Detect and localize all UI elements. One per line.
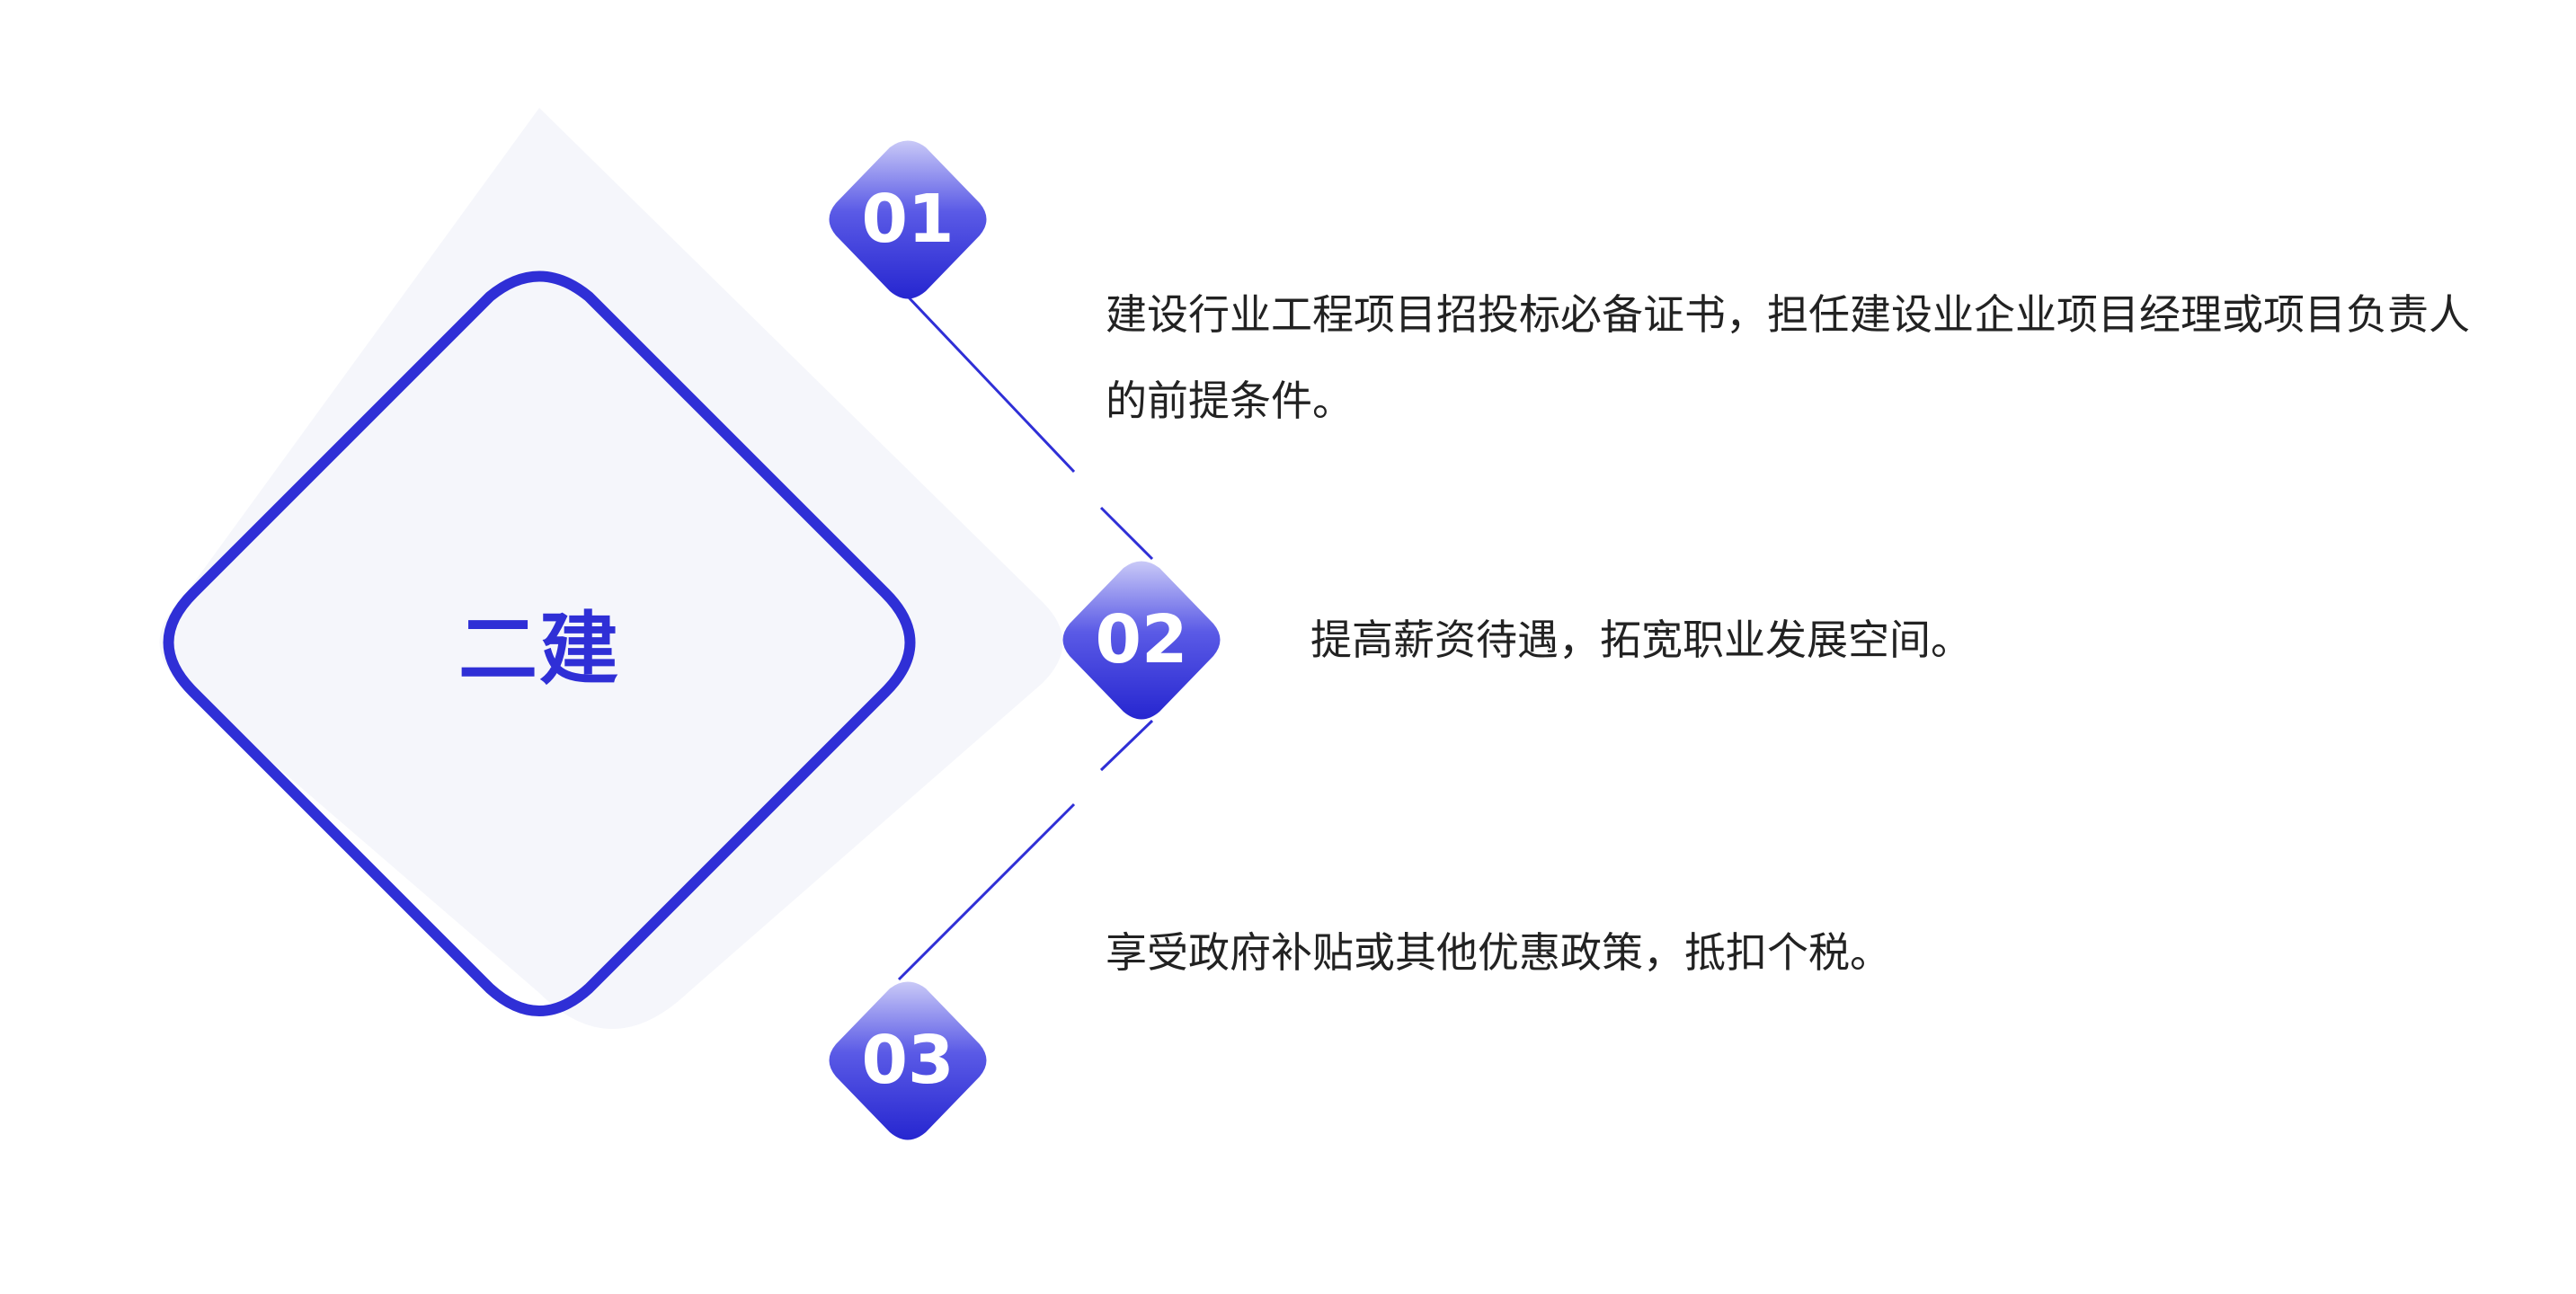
item-02-bottom-diagonal bbox=[1099, 719, 1154, 772]
badge-01-number: 01 bbox=[861, 181, 955, 258]
badge-02-number: 02 bbox=[1095, 601, 1188, 678]
item-02-text: 提高薪资待遇，拓宽职业发展空间。 bbox=[1310, 616, 1972, 664]
item-03-text: 享受政府补贴或其他优惠政策，抵扣个税。 bbox=[1106, 928, 1891, 977]
item-01-text: 建设行业工程项目招投标必备证书，担任建设业企业项目经理或项目负责人的前提条件。 bbox=[1106, 290, 2470, 425]
badge-03-diamond bbox=[829, 981, 987, 1140]
badge-02-diamond bbox=[1062, 561, 1221, 720]
center-title: 二建 bbox=[457, 602, 620, 696]
item-01-diagonal bbox=[906, 295, 1076, 474]
badge-03-number: 03 bbox=[861, 1022, 955, 1099]
item-02-top-diagonal bbox=[1099, 506, 1154, 561]
badge-01-diamond bbox=[829, 140, 987, 299]
backdrop-diamond bbox=[159, 108, 1063, 1029]
item-03-diagonal bbox=[897, 802, 1076, 981]
main-diamond bbox=[163, 270, 916, 1016]
